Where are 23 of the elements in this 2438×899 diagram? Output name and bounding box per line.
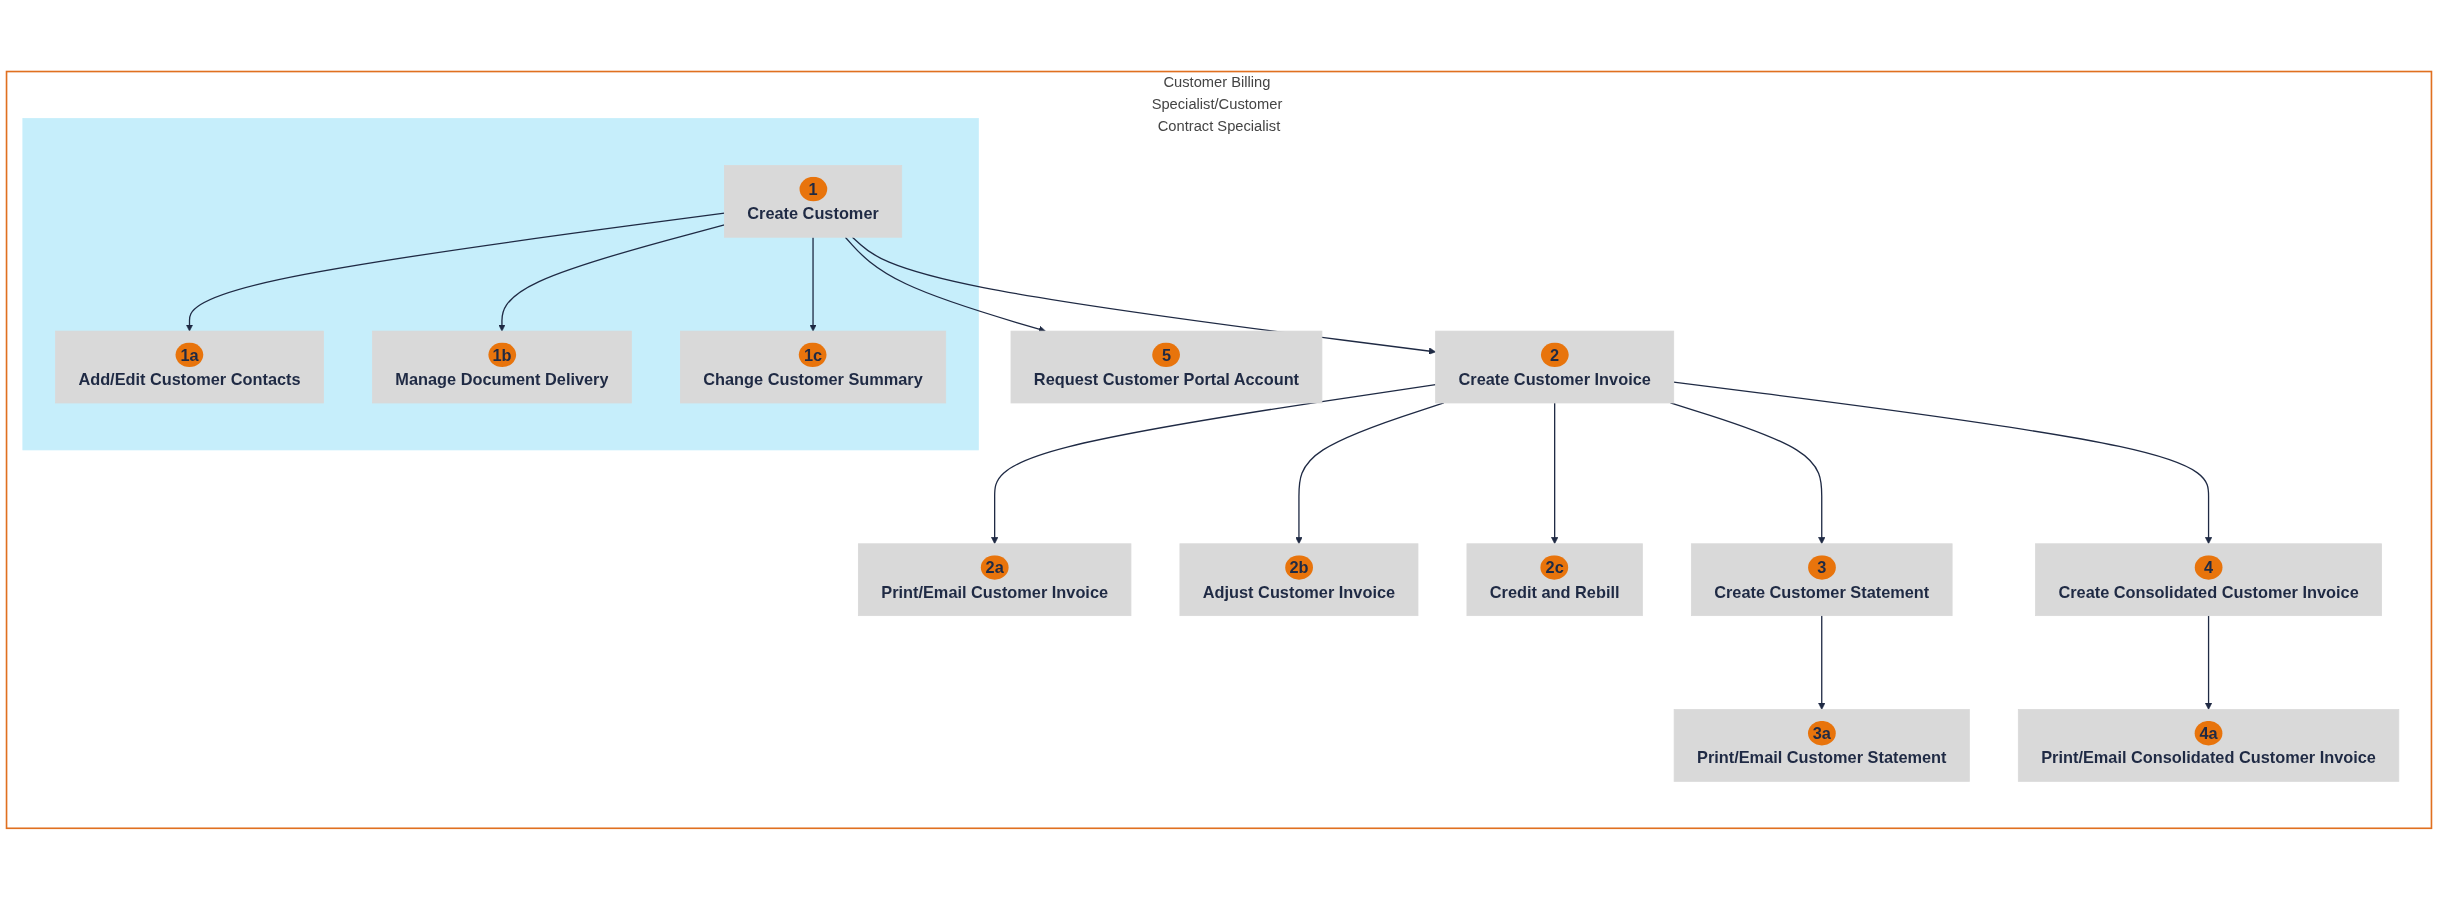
node-box: 2 Create Customer Invoice	[1435, 330, 1675, 403]
arrow	[1818, 614, 1826, 710]
arrow	[1551, 401, 1559, 544]
node-box: 2c Credit and Rebill	[1466, 542, 1643, 616]
node-box: 2a Print/Email Customer Invoice	[858, 542, 1132, 616]
arrow	[498, 223, 726, 332]
arrow	[2205, 614, 2213, 710]
node-box: 2b Adjust Customer Invoice	[1179, 542, 1419, 616]
arrow	[991, 383, 1437, 544]
node-box: 3a Print/Email Customer Statement	[1673, 708, 1970, 782]
node-box: 5 Request Customer Portal Account	[1010, 330, 1323, 403]
node-box: 1 Create Customer	[724, 164, 903, 238]
node-box: 1c Change Customer Summary	[680, 330, 947, 403]
arrow	[851, 236, 1436, 355]
node-box: 1a Add/Edit Customer Contacts	[55, 330, 324, 403]
node-box: 1b Manage Document Delivery	[372, 330, 632, 403]
arrow	[1673, 381, 2213, 544]
arrow	[809, 236, 817, 332]
arrow	[185, 212, 726, 332]
node-box: 3 Create Customer Statement	[1690, 542, 1953, 616]
node-box: 4 Create Consolidated Customer Invoice	[2035, 542, 2382, 616]
node-box: 4a Print/Email Consolidated Customer Invoice	[2017, 708, 2400, 782]
cluster	[22, 117, 979, 450]
